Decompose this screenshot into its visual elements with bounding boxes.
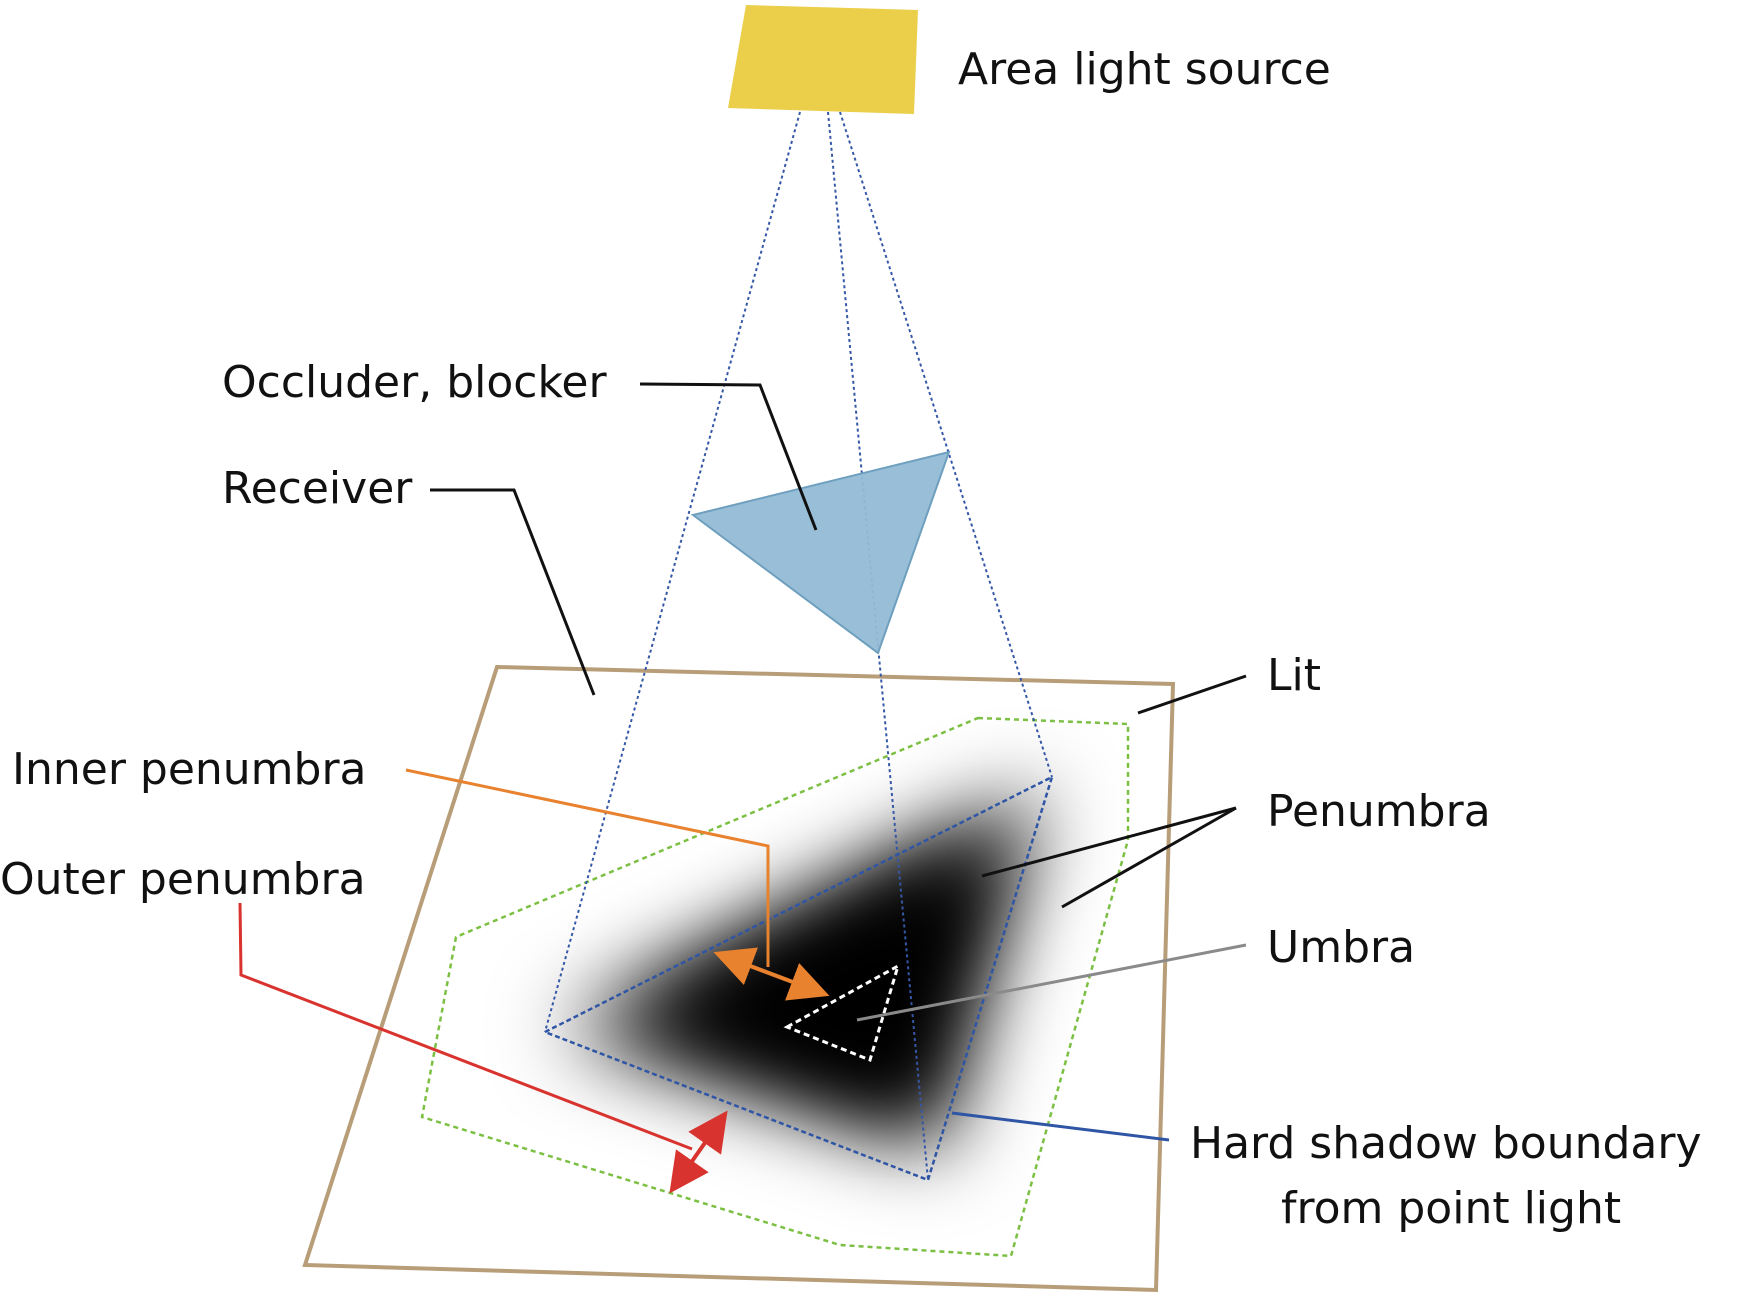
umbra-leader xyxy=(856,943,1247,1022)
penumbra-label: Penumbra xyxy=(1267,786,1491,837)
umbra-label: Umbra xyxy=(1267,922,1415,973)
hard-shadow-leader xyxy=(951,1111,1170,1142)
penumbra-outer-leader xyxy=(1061,806,1237,909)
hard-shadow-label-line1: Hard shadow boundary xyxy=(1190,1118,1702,1169)
lit-label: Lit xyxy=(1267,650,1321,701)
inner-penumbra-label: Inner penumbra xyxy=(12,744,367,795)
lit-leader xyxy=(1137,674,1247,715)
hard-shadow-label-line2: from point light xyxy=(1281,1183,1621,1234)
outer-penumbra-leader xyxy=(238,902,693,1151)
occluder-label: Occluder, blocker xyxy=(222,357,607,408)
receiver-label: Receiver xyxy=(222,463,413,514)
outer-penumbra-boundary xyxy=(420,716,1130,1258)
occluder-leader xyxy=(639,382,818,531)
inner-penumbra-arrow xyxy=(713,947,830,1001)
umbra-outline xyxy=(783,962,901,1062)
penumbra-inner-leader xyxy=(981,806,1237,878)
outer-penumbra-arrow xyxy=(669,1110,728,1194)
area-light-source xyxy=(728,5,918,114)
outer-penumbra-label: Outer penumbra xyxy=(0,854,366,905)
receiver-leader xyxy=(430,488,596,696)
inner-penumbra-leader xyxy=(405,768,770,967)
hard-shadow-boundary xyxy=(541,774,1055,1182)
occluder-triangle xyxy=(690,450,951,655)
area-light-source-label: Area light source xyxy=(958,44,1331,95)
